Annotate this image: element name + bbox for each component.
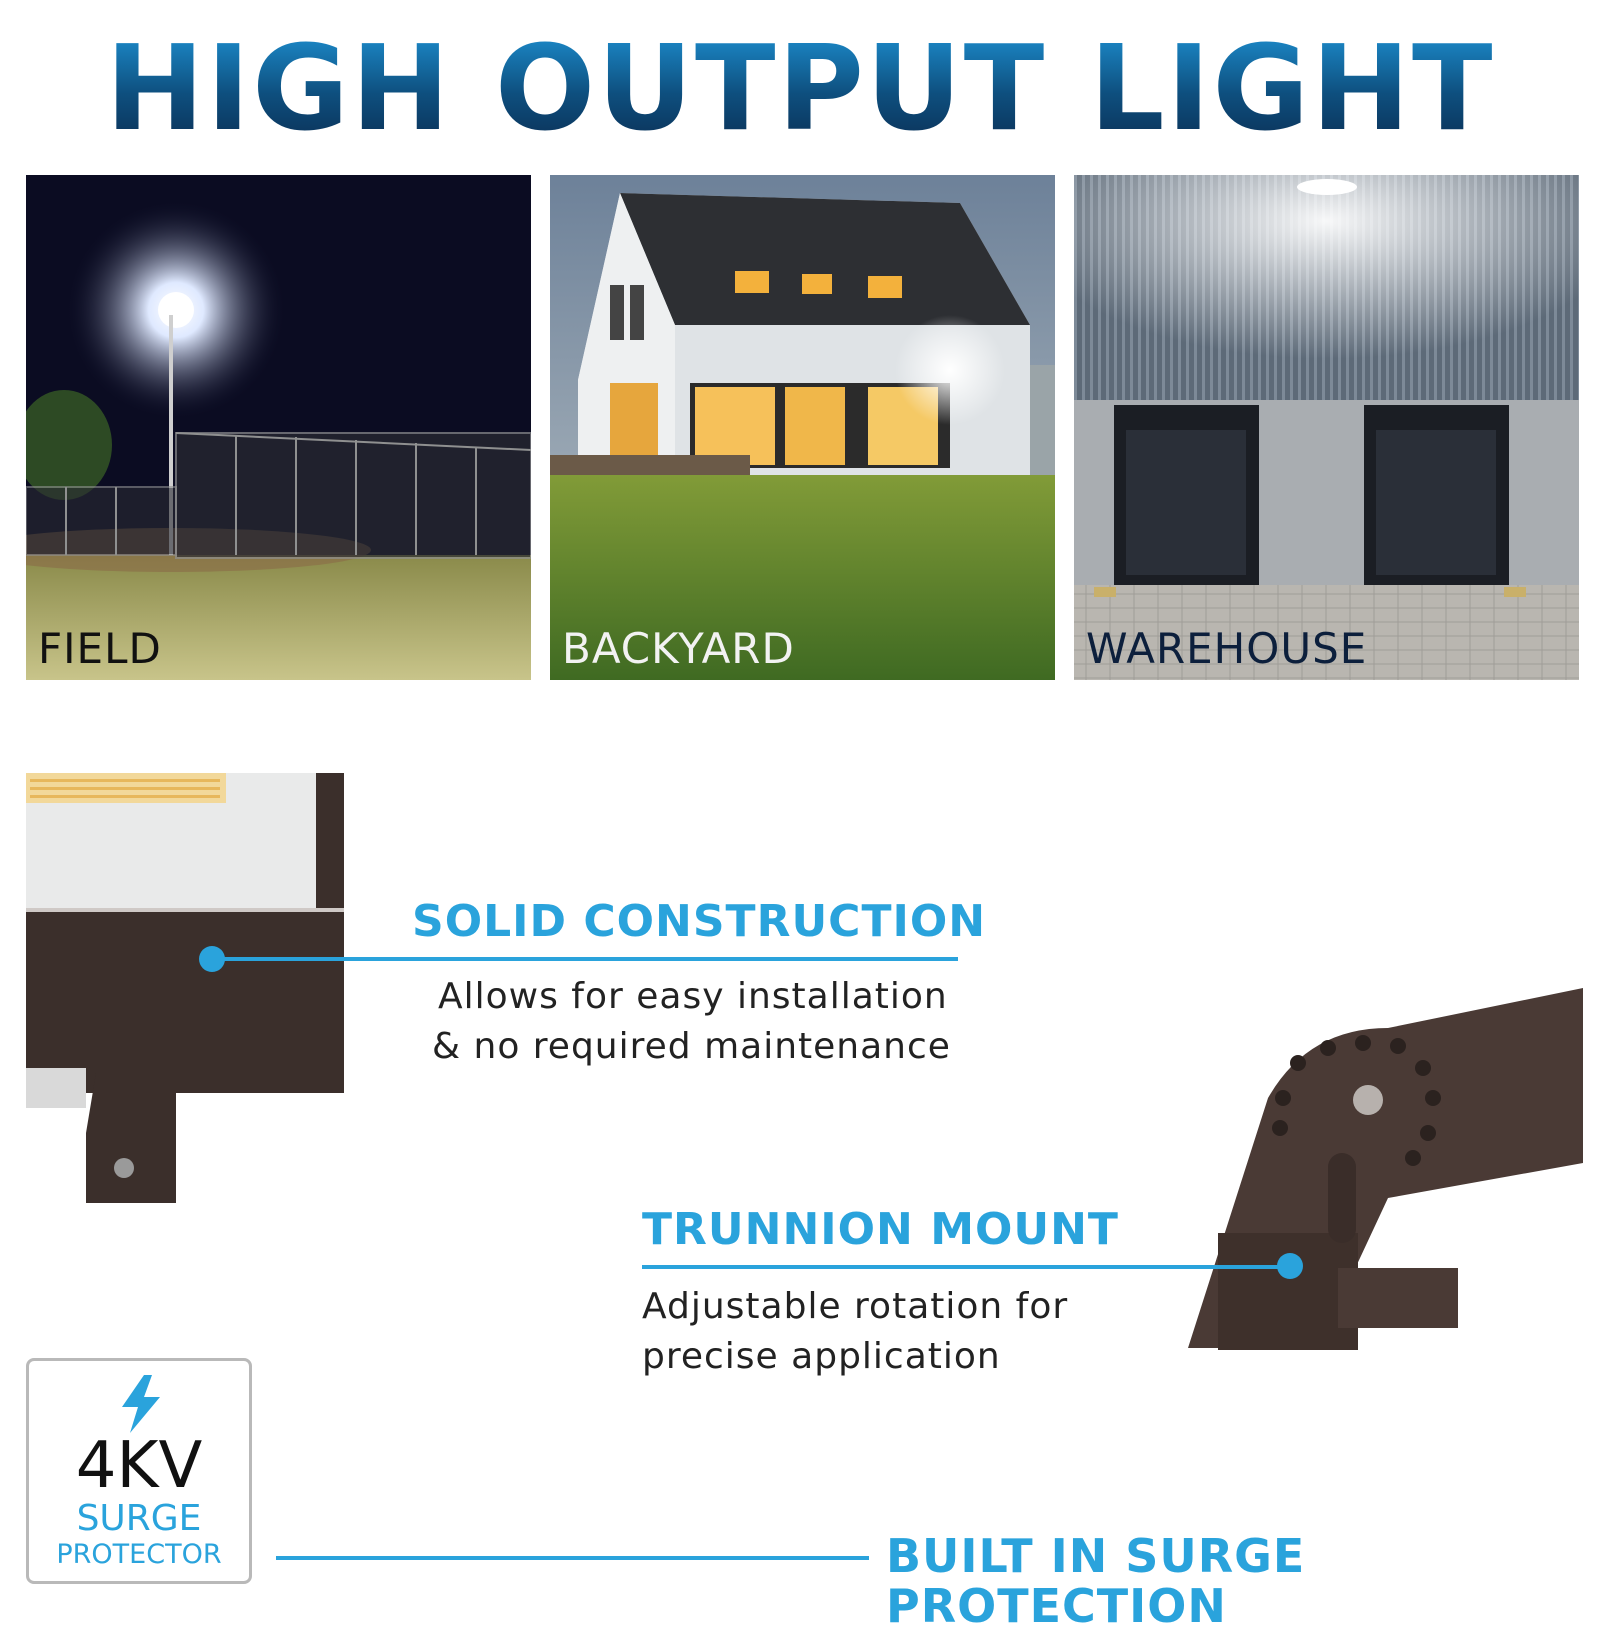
trunnion-mount-dot	[1277, 1253, 1303, 1279]
lightning-bolt-icon	[122, 1375, 160, 1433]
backyard-photo-panel: BACKYARD	[550, 175, 1055, 680]
solid-construction-rule	[212, 957, 958, 961]
panel-label-field: FIELD	[38, 624, 162, 673]
trunnion-mount-title: TRUNNION MOUNT	[642, 1204, 1119, 1255]
trunnion-mount-desc-line2: precise application	[642, 1336, 1001, 1377]
trunnion-mount-desc-line1: Adjustable rotation for	[642, 1286, 1069, 1327]
warehouse-photo-panel: WAREHOUSE	[1074, 175, 1579, 680]
field-photo-panel: FIELD	[26, 175, 531, 680]
page-headline: HIGH OUTPUT LIGHT	[0, 28, 1600, 148]
trunnion-mount-bracket-image	[1188, 988, 1583, 1350]
solid-construction-title: SOLID CONSTRUCTION	[412, 896, 987, 947]
flood-light-fixture-image	[26, 773, 344, 1203]
field-night-scene-image	[26, 175, 531, 680]
backyard-house-scene-image	[550, 175, 1055, 680]
solid-construction-desc-line2: & no required maintenance	[432, 1026, 951, 1067]
surge-protector-badge: 4KV SURGE PROTECTOR	[26, 1358, 252, 1584]
solid-construction-desc-line1: Allows for easy installation	[438, 976, 948, 1017]
panel-label-backyard: BACKYARD	[562, 624, 795, 673]
badge-surge-label: SURGE	[76, 1498, 202, 1539]
trunnion-mount-rule	[642, 1265, 1290, 1269]
warehouse-dock-scene-image	[1074, 175, 1579, 680]
badge-protector-label: PROTECTOR	[56, 1539, 222, 1570]
solid-construction-dot	[199, 946, 225, 972]
surge-protection-title: BUILT IN SURGE PROTECTION	[886, 1529, 1306, 1633]
surge-protection-rule	[276, 1556, 869, 1560]
badge-kv-value: 4KV	[75, 1429, 203, 1503]
panel-label-warehouse: WAREHOUSE	[1086, 624, 1368, 673]
